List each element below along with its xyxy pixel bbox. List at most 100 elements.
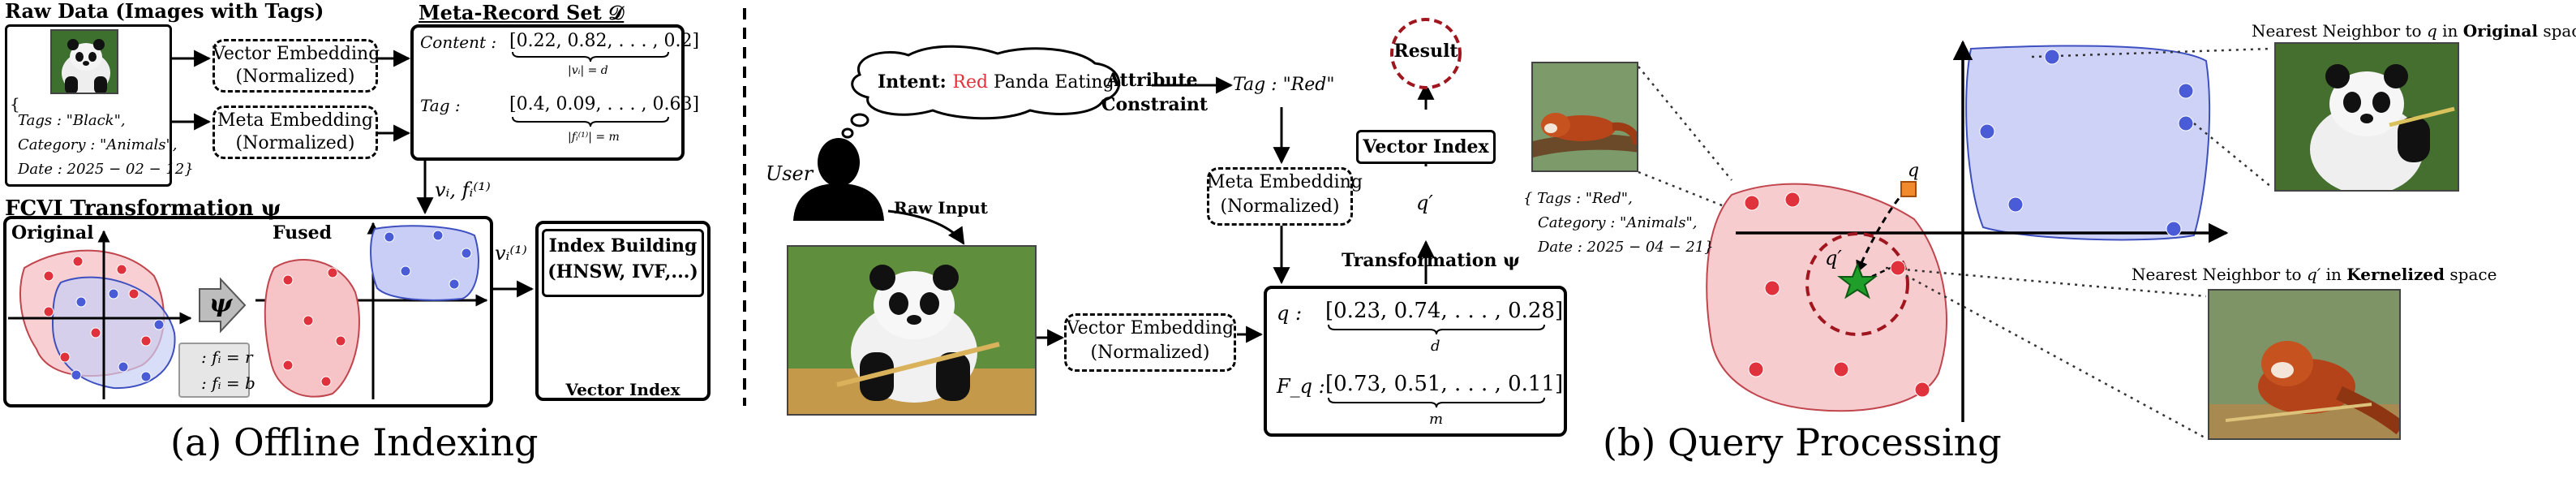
content-label: Content : <box>420 32 497 52</box>
red-point <box>72 256 84 267</box>
transformation-label: Transformation ψ <box>1342 250 1520 271</box>
vector-index-label: Vector Index <box>565 380 680 399</box>
q-meta-embedding-label: Meta Embedding <box>1207 172 1363 192</box>
raw-date: Date : 2025 − 02 − 12} <box>18 161 194 178</box>
blue-point <box>400 265 411 277</box>
red-panda-photo-icon <box>1533 63 1637 170</box>
content-brace-icon <box>512 51 669 62</box>
raw-input-label: Raw Input <box>894 198 988 218</box>
kernel-plot <box>1706 40 2229 422</box>
index-building-box <box>542 229 704 297</box>
vector-embedding-box <box>213 39 378 93</box>
nn-kernel-text: Nearest Neighbor to q′ in Kernelized spa… <box>2132 265 2497 284</box>
tag-vector: [0.4, 0.09, . . . , 0.63] <box>509 94 700 114</box>
fq-brace-icon <box>1328 397 1545 408</box>
blue-point <box>1979 123 1995 140</box>
nn-kernel-red-panda-photo <box>2208 289 2401 440</box>
meta-record-title: Meta-Record Set 𝒟 <box>419 1 625 24</box>
point-qprime-label: q′ <box>1825 247 1842 269</box>
attribute-label: Attribute <box>1106 70 1198 91</box>
raw-panda-photo <box>50 29 118 94</box>
point-marks <box>43 49 2194 398</box>
thought-bubble-icon <box>841 45 1121 139</box>
fused-label: Fused <box>273 222 332 244</box>
nn-original-panda-photo <box>2274 42 2459 192</box>
meta-embedding-label: Meta Embedding <box>217 110 373 131</box>
blue-point <box>461 248 472 259</box>
leader-lines <box>1638 47 2272 440</box>
vector-embedding-normalized: (Normalized) <box>235 67 355 87</box>
red-point <box>90 327 101 338</box>
vector-embedding-label: Vector Embedding <box>213 44 380 64</box>
caption-offline: (a) Offline Indexing <box>170 420 539 464</box>
blue-point <box>432 230 444 241</box>
blue-point <box>2178 115 2194 131</box>
q-vector-index-label: Vector Index <box>1363 136 1489 157</box>
blue-point <box>75 296 87 308</box>
fcvi-box <box>3 216 493 407</box>
red-point <box>59 351 71 363</box>
tag-label: Tag : <box>420 96 461 115</box>
q-vector-index-box <box>1356 130 1496 164</box>
query-square-icon <box>1900 181 1917 197</box>
vi1-label: vᵢ⁽¹⁾ <box>495 242 527 265</box>
blue-point <box>449 278 460 290</box>
q-vector: [0.23, 0.74, . . . , 0.28] <box>1325 299 1564 323</box>
red-point <box>140 335 152 347</box>
intent-text: Intent: Red Panda Eating <box>878 71 1114 93</box>
q-meta-embedding-normalized: (Normalized) <box>1220 196 1340 217</box>
tag-dim: |fᵢ⁽¹⁾| = m <box>568 131 620 144</box>
panda-photo-icon <box>788 247 1035 414</box>
user-label: User <box>766 162 814 185</box>
raw-category: Category : "Animals", <box>18 136 178 153</box>
legend-box <box>178 343 250 398</box>
red-point <box>1764 280 1780 296</box>
blue-point <box>71 369 82 381</box>
fq-dim: m <box>1429 411 1444 428</box>
photo-date: Date : 2025 − 04 − 21} <box>1538 239 1714 256</box>
result-circle <box>1390 18 1462 89</box>
red-point <box>303 315 314 326</box>
q-brace-icon <box>1328 324 1545 335</box>
q-label: q : <box>1277 302 1303 325</box>
panda-photo-icon <box>2276 44 2458 190</box>
panda-photo-icon <box>52 31 117 93</box>
original-label: Original <box>11 222 94 244</box>
blue-point <box>2007 196 2024 213</box>
fq-vector: [0.73, 0.51, . . . , 0.11] <box>1325 372 1564 396</box>
blue-point <box>108 288 119 300</box>
q-dim: d <box>1431 338 1440 355</box>
red-point <box>43 270 54 282</box>
red-point <box>282 360 294 371</box>
blue-point <box>2178 83 2194 99</box>
blue-point <box>118 361 129 373</box>
meta-embedding-box <box>213 106 378 159</box>
index-building-label: Index Building <box>548 235 698 256</box>
legend-blue-label: : fᵢ = b <box>201 373 255 393</box>
q-vector-embedding-box <box>1064 313 1236 372</box>
red-point <box>43 306 54 317</box>
content-vector: [0.22, 0.82, . . . , 0.2] <box>509 31 700 51</box>
fq-label: F_q : <box>1277 375 1325 398</box>
photo-tags: { Tags : "Red", <box>1523 190 1633 207</box>
fcvi-title: FCVI Transformation ψ <box>5 196 281 221</box>
content-dim: |vᵢ| = d <box>568 64 608 77</box>
blue-point <box>2166 221 2182 237</box>
red-point <box>1744 195 1760 211</box>
raw-tags: Tags : "Black", <box>18 112 126 129</box>
red-point <box>1914 381 1930 398</box>
result-label: Result <box>1393 41 1458 62</box>
star-icon <box>1837 262 1878 300</box>
raw-brace: { <box>10 94 20 114</box>
red-point <box>128 288 140 300</box>
tag-brace-icon <box>512 116 669 127</box>
red-point <box>282 274 294 286</box>
legend-red-label: : fᵢ = r <box>201 347 253 367</box>
caption-query: (b) Query Processing <box>1603 420 2002 464</box>
red-point <box>335 335 346 347</box>
psi-label: ψ <box>209 290 233 318</box>
constraint-label: Constraint <box>1101 94 1209 115</box>
blue-point <box>2044 49 2060 65</box>
blue-point <box>153 319 165 330</box>
